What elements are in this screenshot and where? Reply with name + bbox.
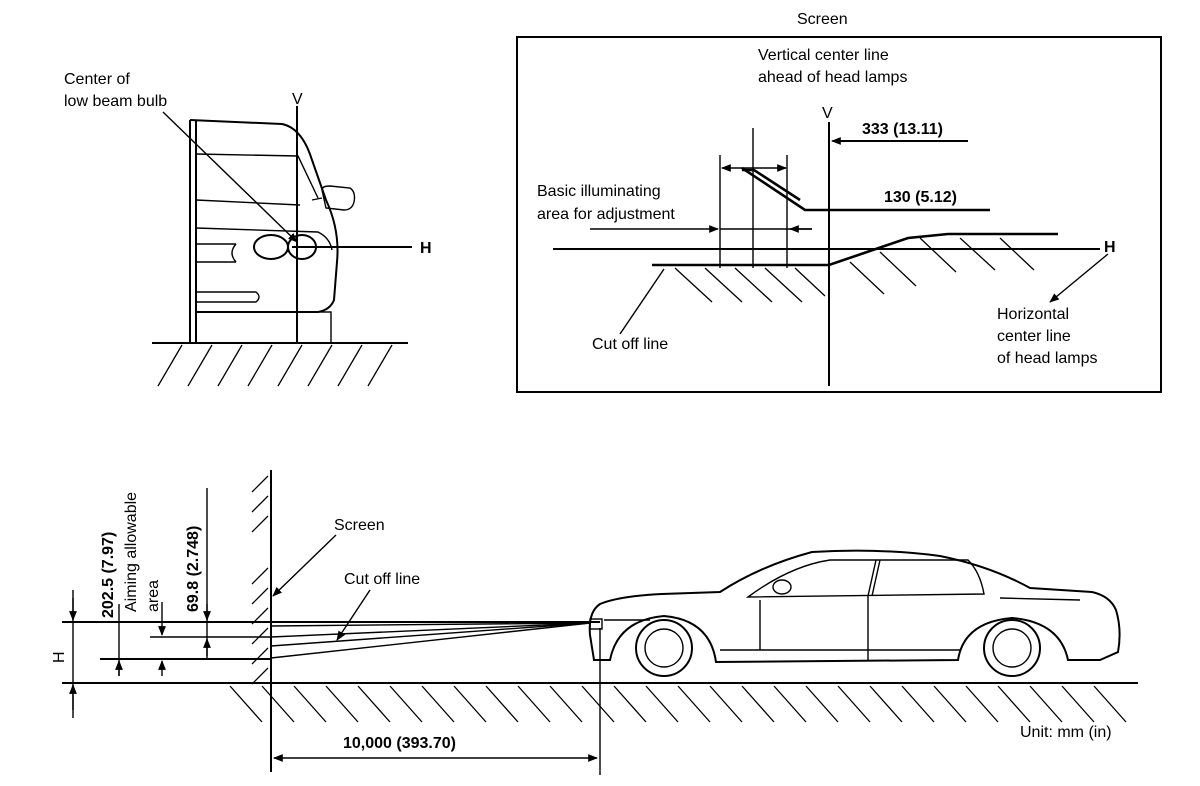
dim-69-label: 69.8 (2.748) bbox=[185, 526, 202, 612]
aiming-label-2: area bbox=[145, 580, 162, 612]
cut-off-side-leader bbox=[336, 589, 371, 641]
basic-illum-label-2: area for adjustment bbox=[537, 206, 675, 223]
front-car-outline bbox=[189, 119, 356, 344]
front-v-label: V bbox=[292, 91, 303, 108]
dim-333-label: 333 (13.11) bbox=[862, 121, 943, 138]
horizontal-label-1: Horizontal bbox=[997, 306, 1069, 323]
screen-title: Screen bbox=[797, 11, 848, 28]
dim-202-label: 202.5 (7.97) bbox=[100, 532, 117, 618]
horizontal-center-leader bbox=[1049, 253, 1109, 303]
vertical-center-label-2: ahead of head lamps bbox=[758, 69, 907, 86]
aiming-label-1: Aiming allowable bbox=[123, 492, 140, 612]
cut-off-step-upper bbox=[741, 166, 990, 212]
screen-detail: Screen Vertical center line ahead of hea… bbox=[516, 11, 1162, 393]
horizontal-label-2: center line bbox=[997, 328, 1071, 345]
distance-label: 10,000 (393.70) bbox=[343, 735, 456, 752]
cut-off-step-inner bbox=[742, 168, 801, 202]
center-low-beam-label-1: Center of bbox=[64, 71, 130, 88]
screen-side-leader bbox=[272, 534, 337, 597]
center-low-beam-label-2: low beam bulb bbox=[64, 93, 167, 110]
low-beam-leader-arrow bbox=[162, 111, 298, 243]
side-ground-hatch bbox=[229, 685, 1127, 723]
unit-label: Unit: mm (in) bbox=[1020, 724, 1112, 741]
screen-side-label: Screen bbox=[334, 517, 385, 534]
screen-wall-hatch bbox=[251, 475, 269, 685]
dim-130-label: 130 (5.12) bbox=[884, 189, 957, 206]
side-car-outline bbox=[588, 549, 1121, 677]
side-h-label: H bbox=[51, 651, 68, 663]
screen-cut-off-hatch bbox=[674, 237, 1035, 303]
light-beam bbox=[270, 622, 591, 659]
screen-frame bbox=[516, 36, 1162, 393]
basic-illum-label-1: Basic illuminating bbox=[537, 183, 661, 200]
horizontal-label-3: of head lamps bbox=[997, 350, 1098, 367]
vertical-center-label-1: Vertical center line bbox=[758, 47, 889, 64]
front-h-label: H bbox=[420, 240, 432, 257]
side-view: H 202.5 (7.97) Aiming allowable area 69.… bbox=[51, 470, 1138, 775]
cut-off-side-label: Cut off line bbox=[344, 571, 420, 588]
front-view: V H Center of low beam bulb bbox=[64, 71, 432, 387]
screen-h-label: H bbox=[1104, 239, 1116, 256]
cut-off-line-screen bbox=[652, 232, 1058, 267]
cut-off-screen-label: Cut off line bbox=[592, 336, 668, 353]
screen-v-label: V bbox=[822, 105, 833, 122]
front-ground-hatch bbox=[157, 344, 393, 387]
cut-off-screen-leader bbox=[619, 268, 665, 335]
